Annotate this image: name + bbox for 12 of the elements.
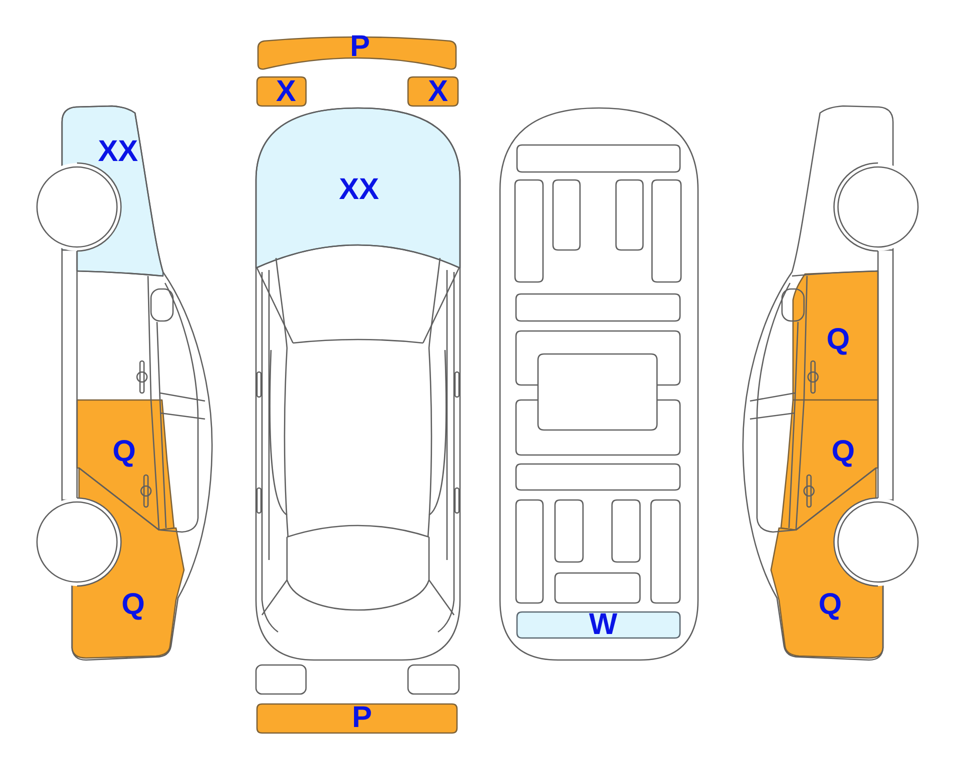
panel-code: Q bbox=[826, 325, 850, 355]
panel-code: Q bbox=[112, 437, 136, 467]
panel-code: X bbox=[428, 77, 448, 107]
panel-code: X bbox=[276, 77, 296, 107]
panel-code: XX bbox=[98, 137, 138, 167]
panel-code: P bbox=[352, 703, 372, 733]
panel-code: P bbox=[350, 32, 370, 62]
panel-code: XX bbox=[339, 175, 380, 205]
panel-code: Q bbox=[122, 590, 145, 620]
panel-code: Q bbox=[818, 590, 842, 620]
panel-code: Q bbox=[832, 437, 855, 467]
panel-code: W bbox=[589, 610, 618, 640]
